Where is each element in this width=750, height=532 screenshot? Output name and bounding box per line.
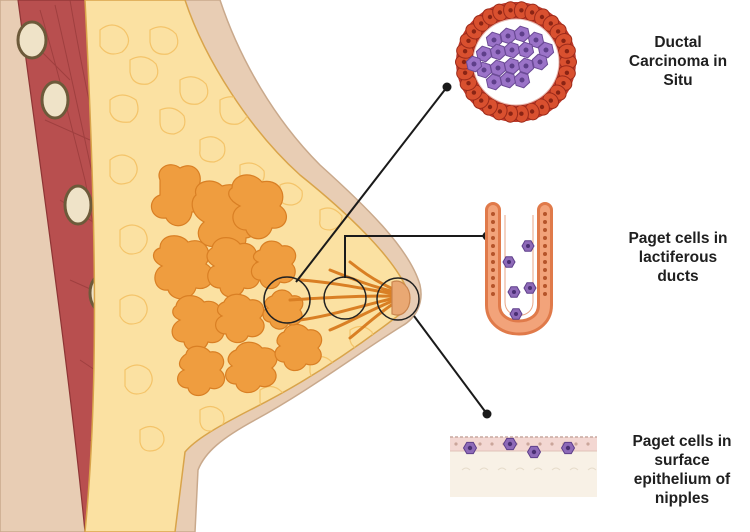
label-line: Paget cells in [632,433,732,450]
label-line: ducts [657,268,699,285]
label-line: epithelium of [633,471,731,488]
label-line: lactiferous [638,249,718,266]
label-paget-cells-surface-epithelium: Paget cells in surface epithelium of nip… [614,432,750,508]
rib-icon [40,80,70,120]
label-line: Situ [663,72,693,89]
nipple-epithelium-icon [450,436,597,497]
rib-icon [16,20,48,60]
glandular-lobes [150,164,323,397]
label-line: nipples [654,490,710,507]
lactiferous-duct-icon [485,202,553,336]
label-line: Paget cells in [628,230,728,247]
duct-cross-section-icon [455,1,577,123]
label-line: Carcinoma in [628,53,728,70]
label-ductal-carcinoma-in-situ: Ductal Carcinoma in Situ [612,33,744,90]
magnifier-circle-icon [376,277,420,321]
rib-icon [63,184,93,226]
label-paget-cells-lactiferous-ducts: Paget cells in lactiferous ducts [606,229,750,286]
nipple [391,280,411,316]
magnifier-circle-icon [263,276,311,324]
label-line: Ductal [654,34,702,51]
label-line: surface [654,452,710,469]
